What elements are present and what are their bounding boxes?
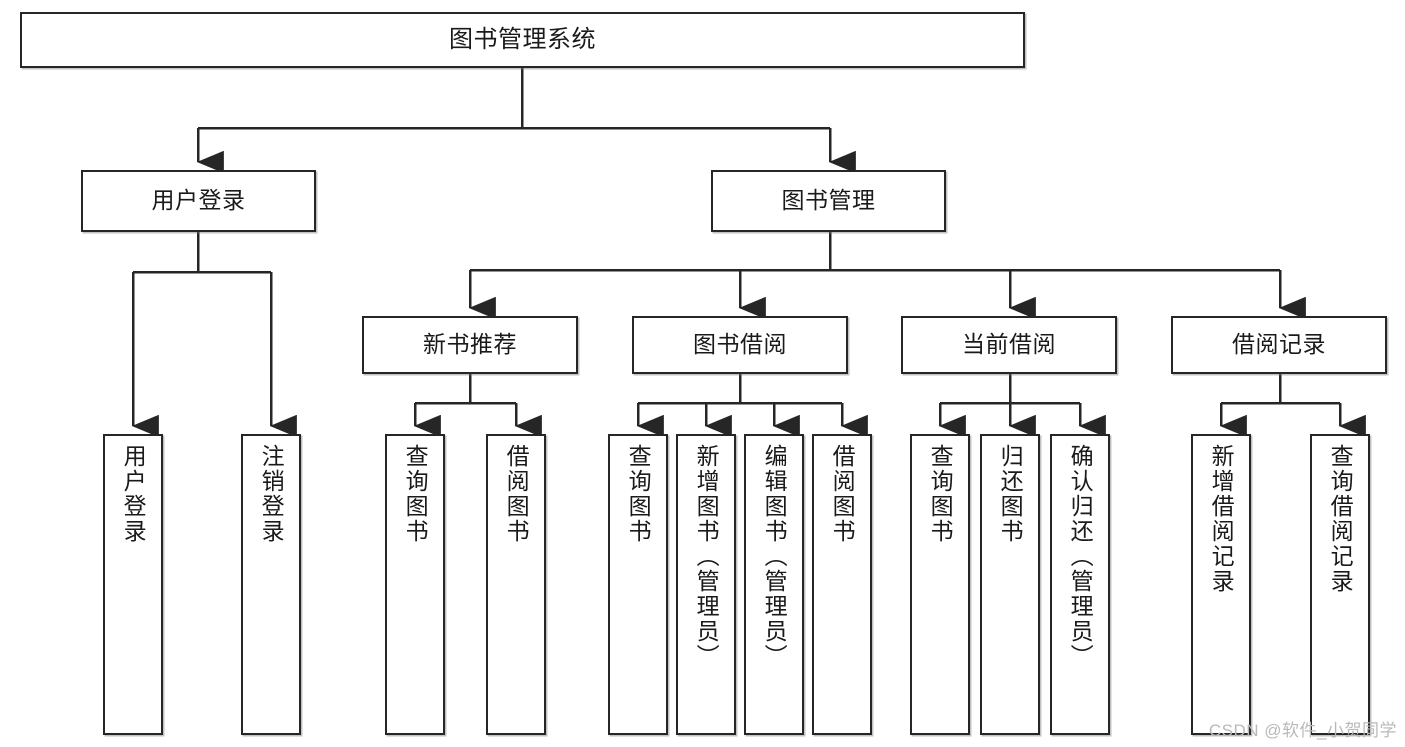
node-user-login[interactable]: 用户登录: [81, 170, 316, 232]
leaf-query-book-2[interactable]: 查询图书: [608, 434, 668, 735]
leaf-query-record-label: 查询借阅记录: [1327, 444, 1354, 594]
node-book-management[interactable]: 图书管理: [711, 170, 946, 232]
node-current-borrow-label: 当前借阅: [962, 331, 1056, 358]
node-borrow-record[interactable]: 借阅记录: [1171, 316, 1387, 374]
node-user-login-label: 用户登录: [151, 187, 246, 214]
node-new-book-recommend-label: 新书推荐: [423, 331, 517, 358]
leaf-borrow-book-1[interactable]: 借阅图书: [486, 434, 546, 735]
leaf-borrow-book-2-label: 借阅图书: [829, 444, 856, 544]
leaf-query-book-2-label: 查询图书: [625, 444, 652, 544]
node-book-borrow-label: 图书借阅: [693, 331, 787, 358]
leaf-edit-book[interactable]: 编辑图书（管理员）: [744, 434, 804, 735]
leaf-query-record[interactable]: 查询借阅记录: [1310, 434, 1370, 735]
leaf-borrow-book-1-label: 借阅图书: [503, 444, 530, 544]
leaf-confirm-return-label: 确认归还（管理员）: [1067, 444, 1094, 669]
leaf-return-book-label: 归还图书: [997, 444, 1024, 544]
node-current-borrow[interactable]: 当前借阅: [901, 316, 1117, 374]
leaf-user-login[interactable]: 用户登录: [103, 434, 163, 735]
leaf-query-book-3-label: 查询图书: [927, 444, 954, 544]
leaf-query-book-3[interactable]: 查询图书: [910, 434, 970, 735]
leaf-add-book-label: 新增图书（管理员）: [693, 444, 720, 669]
leaf-add-record[interactable]: 新增借阅记录: [1191, 434, 1251, 735]
leaf-borrow-book-2[interactable]: 借阅图书: [812, 434, 872, 735]
leaf-add-record-label: 新增借阅记录: [1208, 444, 1235, 594]
node-root-system[interactable]: 图书管理系统: [20, 12, 1025, 68]
node-borrow-record-label: 借阅记录: [1232, 331, 1326, 358]
node-book-borrow[interactable]: 图书借阅: [632, 316, 848, 374]
leaf-logout-login[interactable]: 注销登录: [241, 434, 301, 735]
leaf-user-login-label: 用户登录: [120, 444, 147, 544]
leaf-edit-book-label: 编辑图书（管理员）: [761, 444, 788, 669]
csdn-watermark: CSDN @软件_小贺同学: [1208, 721, 1397, 740]
leaf-return-book[interactable]: 归还图书: [980, 434, 1040, 735]
node-new-book-recommend[interactable]: 新书推荐: [362, 316, 578, 374]
node-root-system-label: 图书管理系统: [449, 25, 596, 53]
leaf-query-book-1[interactable]: 查询图书: [385, 434, 445, 735]
leaf-query-book-1-label: 查询图书: [402, 444, 429, 544]
node-book-management-label: 图书管理: [781, 187, 876, 214]
leaf-confirm-return[interactable]: 确认归还（管理员）: [1050, 434, 1110, 735]
leaf-add-book[interactable]: 新增图书（管理员）: [676, 434, 736, 735]
leaf-logout-login-label: 注销登录: [258, 444, 285, 544]
